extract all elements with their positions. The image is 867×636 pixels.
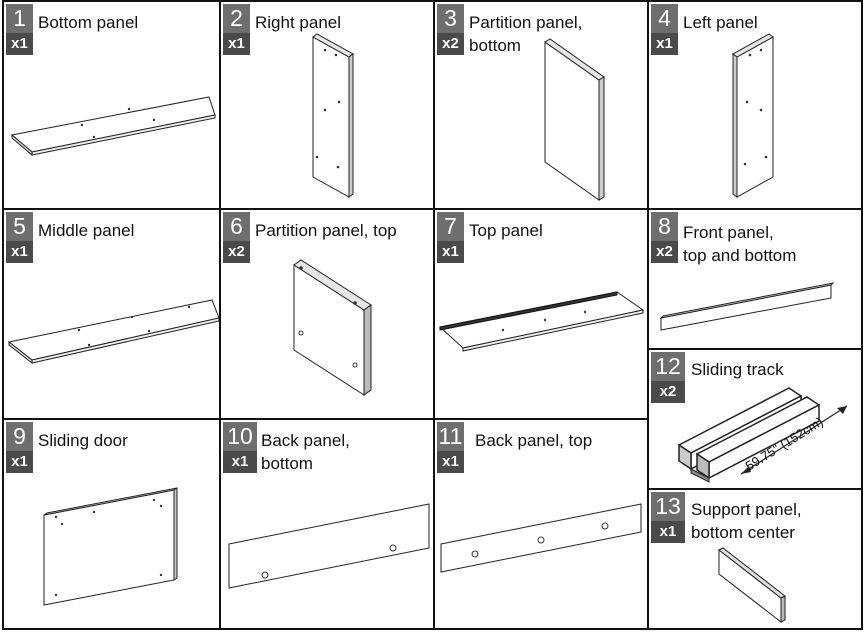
part-name: Left panel xyxy=(683,13,758,32)
front-panel-illustration xyxy=(659,282,835,331)
back-panel-bottom-illustration xyxy=(228,503,430,589)
top-panel-illustration xyxy=(438,291,645,352)
part-name: Back panel, top xyxy=(475,431,593,450)
part-name: Sliding track xyxy=(691,360,784,379)
part-name: Partition panel, top xyxy=(255,221,397,240)
right-panel-illustration xyxy=(312,33,354,198)
sliding-track-illustration: 59.75" (152cm) xyxy=(677,387,848,483)
part-name: Top panel xyxy=(469,221,543,240)
part-name: Middle panel xyxy=(38,221,135,240)
part-name: Bottom panel xyxy=(38,13,139,32)
sliding-door-illustration xyxy=(43,487,178,606)
part-name: Sliding door xyxy=(38,431,128,450)
part-name: Front panel,top and bottom xyxy=(683,223,797,265)
bottom-panel-illustration xyxy=(10,96,216,157)
back-panel-top-illustration xyxy=(440,503,642,573)
middle-panel-illustration xyxy=(7,299,219,365)
part-quantity: x1 xyxy=(6,33,33,55)
part-name: Support panel,bottom center xyxy=(691,500,802,542)
left-panel-illustration xyxy=(732,33,774,198)
partition-panel-top-illustration xyxy=(293,259,372,396)
partition-panel-bottom-illustration xyxy=(544,38,605,201)
part-name: Right panel xyxy=(255,13,342,32)
part-name: Partition panel,bottom xyxy=(469,13,583,55)
support-panel-illustration xyxy=(718,547,786,624)
part-number: 1 xyxy=(6,4,33,33)
part-name: Back panel,bottom xyxy=(261,431,350,473)
